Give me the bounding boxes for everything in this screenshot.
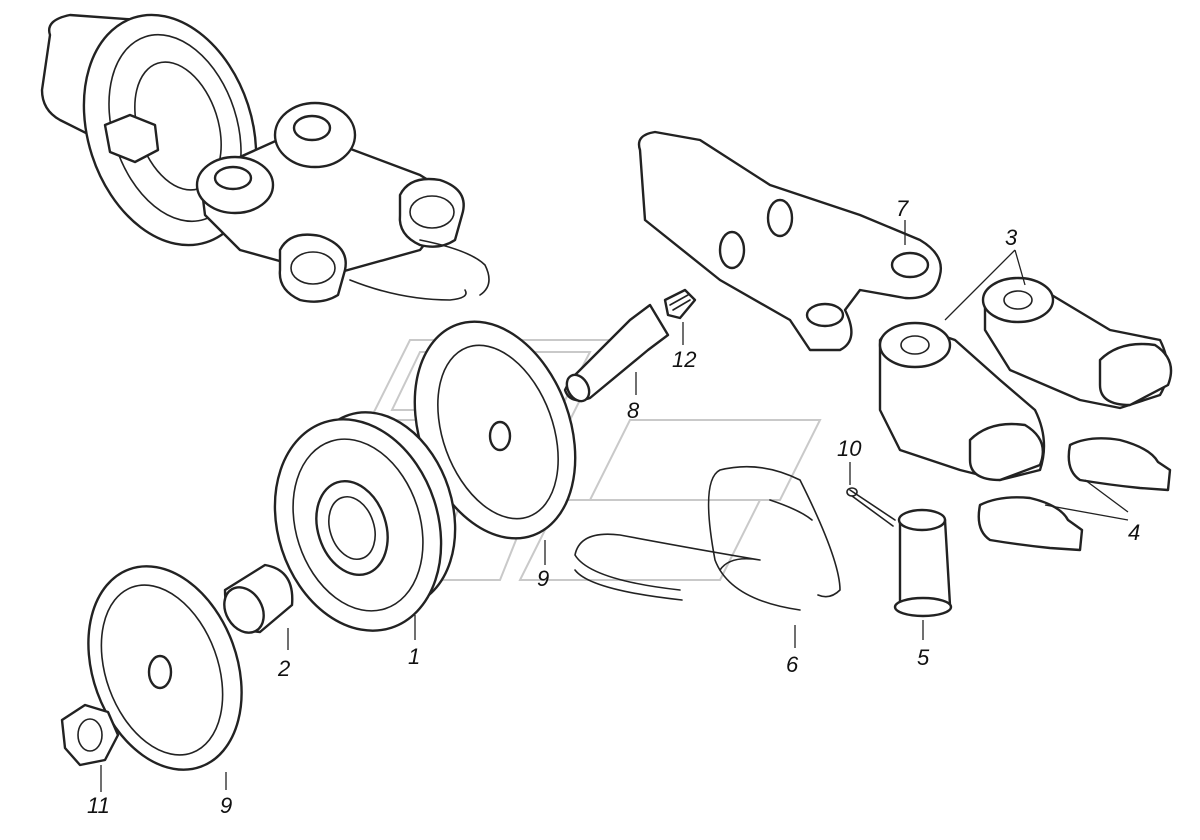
- part-7-bracket: [637, 130, 942, 352]
- callout-9-upper: 9: [537, 566, 549, 591]
- callout-9-lower: 9: [220, 793, 232, 818]
- callout-labels: 1 2 3 4 5 6 7 8 9 9 10 11 12: [87, 196, 1140, 818]
- assembled-pulley-unit: [40, 13, 490, 303]
- part-1-pulley: [273, 411, 457, 632]
- callout-7: 7: [896, 196, 909, 221]
- callout-4: 4: [1128, 520, 1140, 545]
- callout-10: 10: [837, 436, 862, 461]
- callout-1: 1: [408, 644, 420, 669]
- part-2-bushing: [223, 563, 294, 634]
- part-4-wedges: [977, 437, 1172, 552]
- callout-2: 2: [277, 656, 290, 681]
- part-11-nut: [60, 703, 120, 767]
- callout-11: 11: [87, 793, 110, 818]
- leader-lines: [100, 220, 1129, 792]
- callout-8: 8: [627, 398, 640, 423]
- callout-5: 5: [917, 645, 930, 670]
- part-10-cotter-pin: [846, 487, 896, 527]
- callout-12: 12: [672, 347, 696, 372]
- part-5-headed-pin: [893, 508, 953, 618]
- part-12-grease-fitting: [663, 288, 697, 320]
- part-3-levers: [878, 276, 1173, 482]
- callout-6: 6: [786, 652, 799, 677]
- callout-3: 3: [1005, 225, 1018, 250]
- part-9-cover-disc-lower: [87, 565, 243, 771]
- part-6-springs: [574, 465, 841, 611]
- part-8-pin: [563, 303, 670, 403]
